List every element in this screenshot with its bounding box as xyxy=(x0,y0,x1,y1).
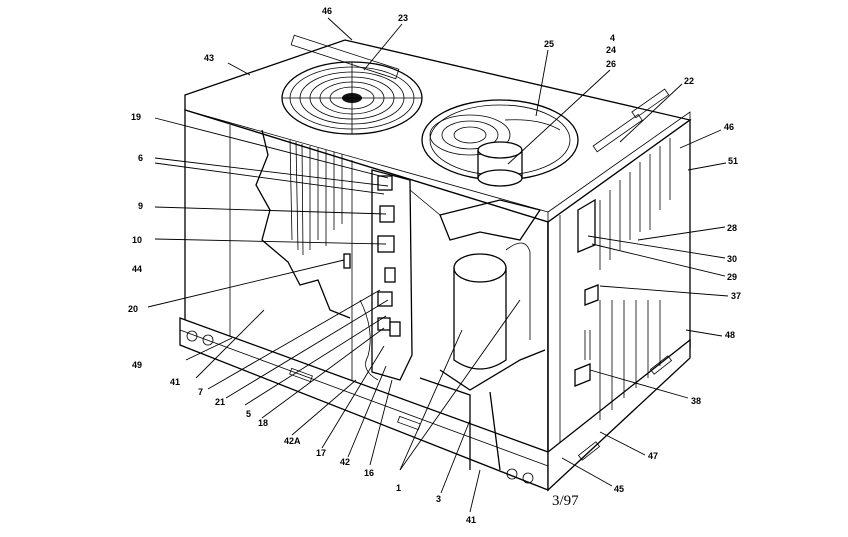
callout-4: 4 xyxy=(610,33,615,43)
callout-19: 19 xyxy=(131,112,141,122)
compressor xyxy=(419,242,546,471)
callout-49: 49 xyxy=(132,360,142,370)
callout-51: 51 xyxy=(728,156,738,166)
callout-44: 44 xyxy=(132,264,142,274)
callout-7: 7 xyxy=(198,387,203,397)
callout-10: 10 xyxy=(132,235,142,245)
callout-21: 21 xyxy=(215,397,225,407)
callout-37: 37 xyxy=(731,291,741,301)
date-code: 3/97 xyxy=(552,493,579,509)
callout-29: 29 xyxy=(727,272,737,282)
callout-22: 22 xyxy=(684,76,694,86)
callout-43: 43 xyxy=(204,53,214,63)
condenser-fan-grille xyxy=(281,61,423,135)
callout-25: 25 xyxy=(544,39,554,49)
cutaway-edge xyxy=(255,129,351,319)
leader-lines xyxy=(147,17,729,513)
callout-1: 1 xyxy=(396,483,401,493)
callout-45: 45 xyxy=(614,484,624,494)
callout-5: 5 xyxy=(246,409,251,419)
callout-38: 38 xyxy=(691,396,701,406)
callout-3: 3 xyxy=(436,494,441,504)
callout-41b: 41 xyxy=(466,515,476,525)
callout-18: 18 xyxy=(258,418,268,428)
callout-24: 24 xyxy=(606,45,616,55)
callout-16: 16 xyxy=(364,468,374,478)
callout-46b: 46 xyxy=(724,122,734,132)
callout-42A: 42A xyxy=(284,436,301,446)
callout-41a: 41 xyxy=(170,377,180,387)
callout-26: 26 xyxy=(606,59,616,69)
callout-48: 48 xyxy=(725,330,735,340)
callout-6: 6 xyxy=(138,153,143,163)
callout-9: 9 xyxy=(138,201,143,211)
callout-30: 30 xyxy=(727,254,737,264)
callout-23: 23 xyxy=(398,13,408,23)
evaporator-fan-opening xyxy=(421,99,579,187)
callout-20: 20 xyxy=(128,304,138,314)
callout-42: 42 xyxy=(340,457,350,467)
callout-28: 28 xyxy=(727,223,737,233)
callout-46a: 46 xyxy=(322,6,332,16)
callout-labels: 46 23 43 25 4 24 26 22 19 46 6 51 9 28 1… xyxy=(128,6,741,525)
control-box xyxy=(343,169,413,381)
callout-47: 47 xyxy=(648,451,658,461)
callout-17: 17 xyxy=(316,448,326,458)
